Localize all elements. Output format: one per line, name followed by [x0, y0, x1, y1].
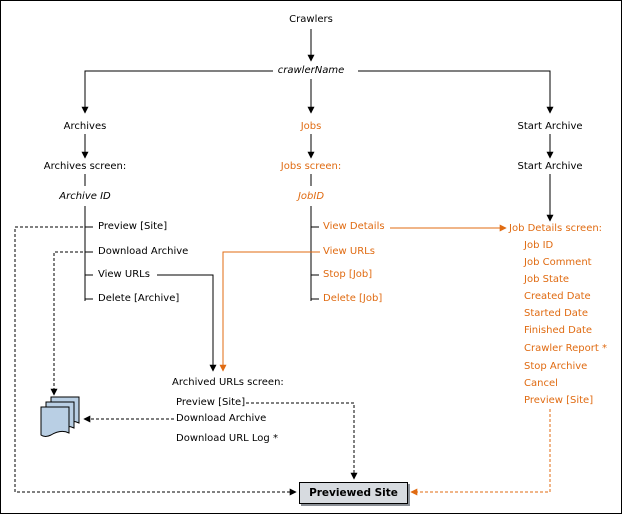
node-jobs-screen: Jobs screen:	[280, 161, 342, 172]
node-job-details-screen: Job Details screen:	[509, 223, 603, 234]
node-jobs: Jobs	[300, 121, 322, 132]
node-archives: Archives	[63, 121, 107, 132]
node-crawlers: Crawlers	[289, 14, 333, 25]
job-detail-field: Crawler Report *	[524, 343, 607, 354]
document-stack-icon	[40, 396, 80, 437]
job-detail-field: Job State	[524, 274, 570, 285]
urls-action-download-archive: Download Archive	[176, 413, 267, 424]
node-previewed-site: Previewed Site	[299, 482, 408, 504]
node-job-id: JobID	[297, 191, 325, 202]
job-detail-field: Preview [Site]	[524, 395, 594, 406]
archive-action-download: Download Archive	[98, 246, 189, 257]
job-detail-field: Stop Archive	[524, 361, 588, 372]
edge-archive-preview-to-site	[14, 226, 297, 496]
edge-urls-preview-to-site	[246, 402, 358, 480]
job-detail-field: Job ID	[524, 240, 554, 251]
edge-job-viewurls-to-urls-screen	[219, 251, 320, 372]
archive-action-delete: Delete [Archive]	[98, 293, 180, 304]
urls-action-download-log: Download URL Log *	[176, 433, 278, 444]
node-start-archive-2: Start Archive	[517, 161, 583, 172]
node-crawler-name: crawlerName	[277, 65, 345, 76]
job-detail-field: Created Date	[524, 291, 591, 302]
job-detail-field: Finished Date	[524, 325, 593, 336]
job-detail-field: Cancel	[524, 378, 558, 389]
job-action-view-details: View Details	[323, 221, 385, 232]
previewed-site-label: Previewed Site	[309, 487, 398, 499]
archive-action-preview: Preview [Site]	[98, 221, 168, 232]
archive-action-view-urls: View URLs	[98, 269, 150, 280]
node-archive-id: Archive ID	[59, 191, 111, 202]
edge-archive-download-to-docs	[50, 251, 93, 396]
job-detail-field: Job Comment	[524, 257, 592, 268]
job-action-delete: Delete [Job]	[323, 293, 383, 304]
edge-name-to-archives	[81, 70, 273, 114]
node-archives-screen: Archives screen:	[43, 161, 127, 172]
job-detail-field: Started Date	[524, 308, 589, 319]
edge-name-to-start	[358, 70, 554, 114]
job-action-stop: Stop [Job]	[323, 269, 373, 280]
urls-action-preview: Preview [Site]	[176, 397, 246, 408]
node-archived-urls-screen: Archived URLs screen:	[172, 377, 284, 388]
job-action-view-urls: View URLs	[323, 246, 375, 257]
edge-archive-viewurls-to-urls-screen	[157, 274, 217, 372]
edge-jobdetails-preview-to-site	[410, 409, 551, 496]
node-start-archive: Start Archive	[517, 121, 583, 132]
